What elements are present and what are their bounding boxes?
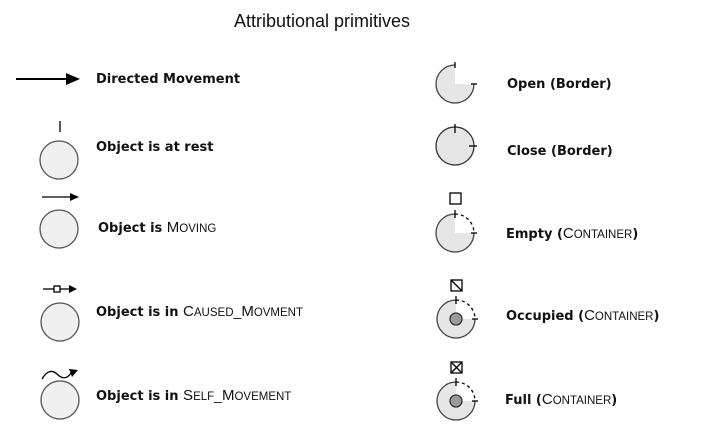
label-full-container-bold: Full ( [505, 393, 542, 408]
label-object-moving-bold: Object is [98, 221, 167, 236]
label-occupied-container-sc: CONTAINER [584, 307, 653, 324]
label-object-self-movement-bold: Object is in [96, 389, 183, 404]
label-close-border: Close (Border) [507, 144, 613, 159]
label-occupied-container: Occupied (CONTAINER) [506, 307, 659, 324]
label-object-at-rest-bold: Object is at rest [96, 140, 214, 155]
label-open-border: Open (Border) [507, 77, 612, 92]
directed-movement-arrow-icon [16, 73, 80, 85]
label-full-container-tail: ) [611, 393, 617, 408]
label-close-border-bold: Close (Border) [507, 144, 613, 159]
label-empty-container: Empty (CONTAINER) [506, 225, 638, 242]
label-object-at-rest: Object is at rest [96, 140, 214, 155]
object-self-movement-icon [40, 369, 80, 420]
label-empty-container-bold: Empty ( [506, 227, 563, 242]
label-object-caused-movement: Object is in CAUSED_MOVMENT [96, 303, 303, 320]
label-full-container-sc: CONTAINER [542, 391, 611, 408]
label-object-moving: Object is MOVING [98, 219, 216, 236]
diagram-title: Attributional primitives [234, 11, 410, 31]
occupied-container-icon [436, 279, 478, 339]
object-caused-movement-icon [40, 285, 80, 342]
close-border-icon [435, 124, 477, 166]
label-empty-container-sc: CONTAINER [563, 225, 632, 242]
label-object-caused-movement-sc: CAUSED_MOVMENT [183, 303, 303, 320]
label-full-container: Full (CONTAINER) [505, 391, 617, 408]
label-object-self-movement: Object is in SELF_MOVEMENT [96, 387, 291, 404]
label-empty-container-tail: ) [632, 227, 638, 242]
label-object-caused-movement-bold: Object is in [96, 305, 183, 320]
label-directed-movement: Directed Movement [96, 72, 240, 87]
object-moving-icon [39, 193, 79, 249]
label-open-border-bold: Open (Border) [507, 77, 612, 92]
full-container-icon [436, 361, 478, 421]
label-directed-movement-bold: Directed Movement [96, 72, 240, 87]
object-at-rest-icon [39, 121, 79, 180]
empty-container-icon [435, 192, 477, 253]
label-occupied-container-tail: ) [654, 309, 660, 324]
label-object-moving-sc: MOVING [167, 219, 217, 236]
label-object-self-movement-sc: SELF_MOVEMENT [183, 387, 291, 404]
open-border-icon [435, 62, 477, 104]
label-occupied-container-bold: Occupied ( [506, 309, 584, 324]
